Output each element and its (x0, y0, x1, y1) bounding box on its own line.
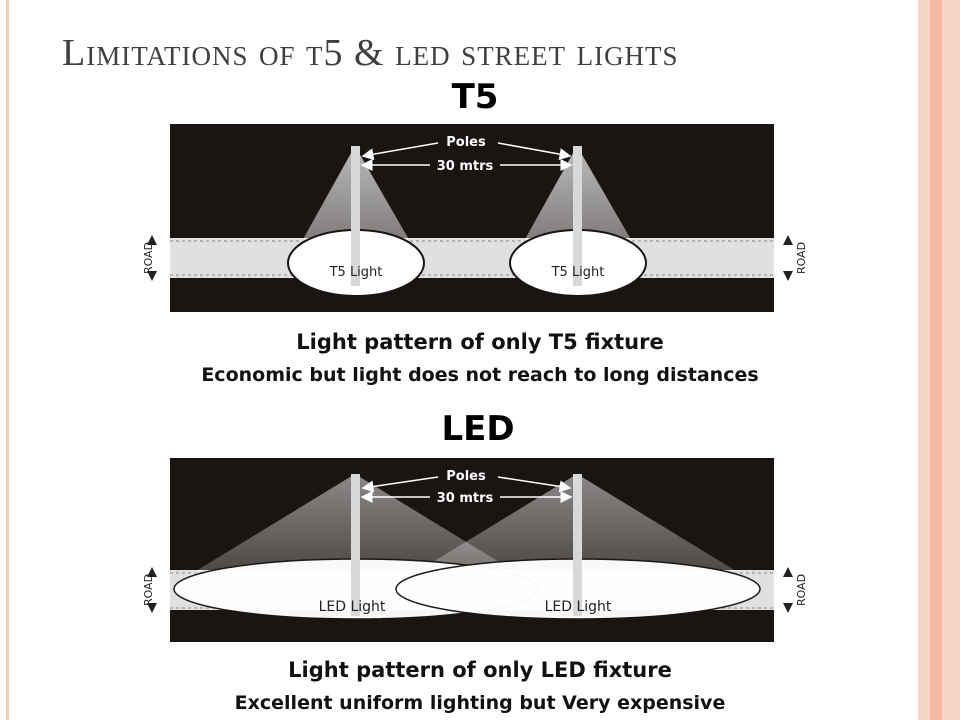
t5-road (170, 238, 774, 278)
led-poles-pointer-left (361, 476, 439, 493)
t5-night-background (170, 124, 774, 312)
led-road-label-left: ROAD (142, 574, 155, 606)
right-accent-band-inner (930, 0, 942, 720)
t5-poles-label: Poles (446, 135, 486, 150)
led-road-label-right: ROAD (795, 574, 808, 606)
t5-road-marker-left: ROAD (142, 235, 157, 281)
led-light-label-left: LED Light (319, 599, 386, 615)
t5-pole-left (351, 146, 360, 286)
led-heading: LED (441, 409, 515, 449)
led-distance-label: 30 mtrs (437, 491, 494, 506)
t5-caption-line1: Light pattern of only T5 fixture (296, 330, 664, 354)
t5-road-marker-right: ROAD (783, 235, 808, 281)
t5-light-pattern-diagram: Poles 30 mtrs T5 Light T5 Light ROAD ROA… (142, 124, 808, 312)
slide-title: Limitations of t5 & led street lights (62, 32, 679, 74)
left-accent-rule (6, 0, 9, 720)
led-poles-label: Poles (446, 469, 486, 484)
led-poles-pointer-right (497, 476, 572, 493)
t5-road-label-right: ROAD (795, 242, 808, 274)
led-light-pattern-diagram: Poles 30 mtrs LED Light LED Light ROAD R… (142, 458, 808, 642)
t5-poles-pointer-right (497, 142, 572, 161)
led-road-marker-right: ROAD (783, 567, 808, 613)
led-road-marker-left: ROAD (142, 567, 157, 613)
led-pole-left (351, 474, 360, 616)
t5-caption-line2: Economic but light does not reach to lon… (201, 364, 759, 386)
led-caption-line2: Excellent uniform lighting but Very expe… (234, 692, 726, 714)
t5-heading: T5 (451, 77, 499, 117)
t5-distance-label: 30 mtrs (437, 159, 494, 174)
led-light-label-right: LED Light (545, 599, 612, 615)
t5-poles-pointer-left (361, 142, 439, 161)
led-pole-right (573, 474, 582, 616)
t5-pole-right (573, 146, 582, 286)
led-caption-line1: Light pattern of only LED fixture (288, 658, 672, 682)
t5-light-label-left: T5 Light (329, 265, 383, 280)
t5-road-label-left: ROAD (142, 242, 155, 274)
t5-light-label-right: T5 Light (551, 265, 605, 280)
